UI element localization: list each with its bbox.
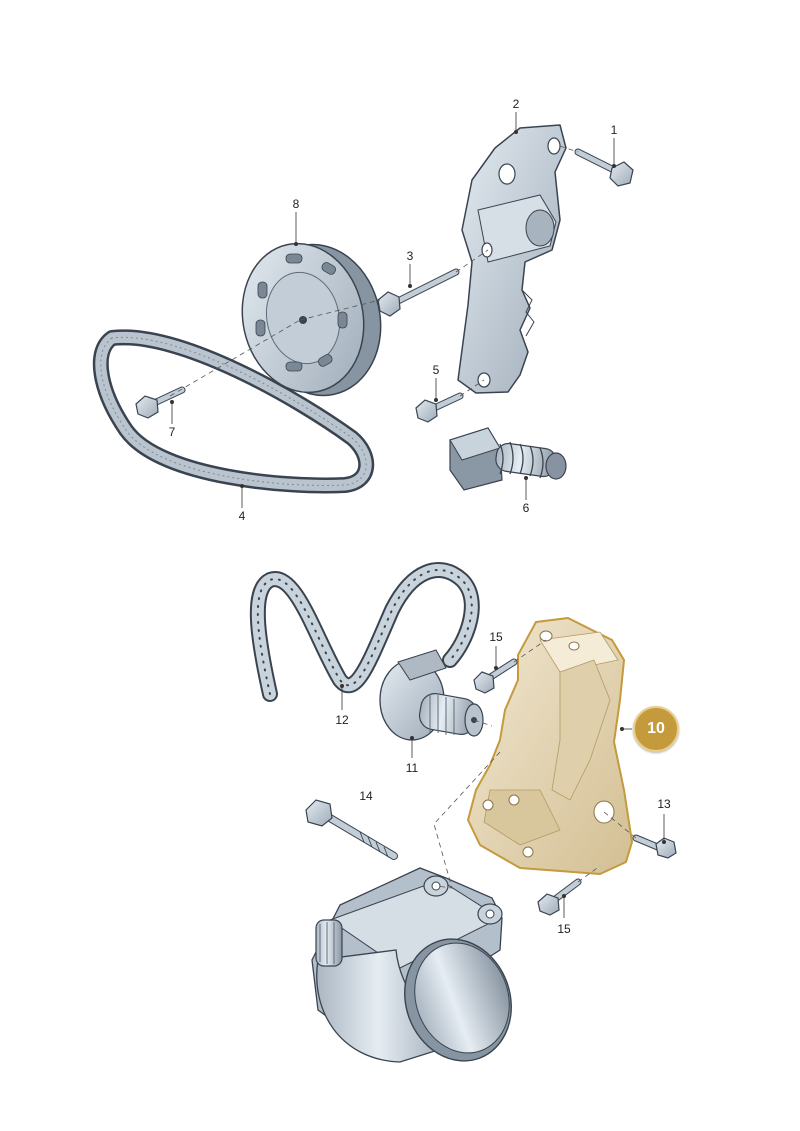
ribbed-belt-upper (92, 329, 375, 494)
callout-1: 1 (610, 123, 618, 137)
bolt-1 (574, 148, 634, 187)
callout-3: 3 (406, 249, 414, 263)
callout-2: 2 (512, 97, 520, 111)
spring-damper (449, 427, 567, 491)
axis-lines-lower (433, 639, 637, 889)
callout-8: 8 (292, 197, 300, 211)
callout-15-lower: 15 (557, 922, 571, 936)
axis-lines-upper (169, 145, 579, 397)
callout-4: 4 (238, 509, 246, 523)
leader-lines-upper (169, 112, 617, 508)
bolt-15-lower (537, 878, 582, 916)
highlight-badge-10: 10 (633, 706, 679, 752)
bolt-13 (632, 834, 677, 859)
crank-pulley (241, 242, 382, 397)
bolt-5 (415, 392, 464, 423)
callout-5: 5 (432, 363, 440, 377)
mounting-bracket-upper (457, 124, 567, 394)
callout-15-upper: 15 (489, 630, 503, 644)
highlighted-bracket (467, 617, 633, 875)
alternator (311, 867, 512, 1063)
callout-12: 12 (335, 713, 349, 727)
bolt-14 (305, 799, 398, 860)
callout-6: 6 (522, 501, 530, 515)
belt-tensioner (379, 649, 484, 741)
leader-lines-lower (339, 646, 667, 918)
bolt-15-upper (473, 658, 518, 694)
bolt-3 (377, 268, 460, 317)
callout-7: 7 (168, 425, 176, 439)
callout-14: 14 (359, 789, 373, 803)
callout-11: 11 (405, 761, 419, 775)
callout-13: 13 (657, 797, 671, 811)
bolt-7 (135, 386, 186, 419)
toothed-belt-lower (249, 562, 480, 702)
